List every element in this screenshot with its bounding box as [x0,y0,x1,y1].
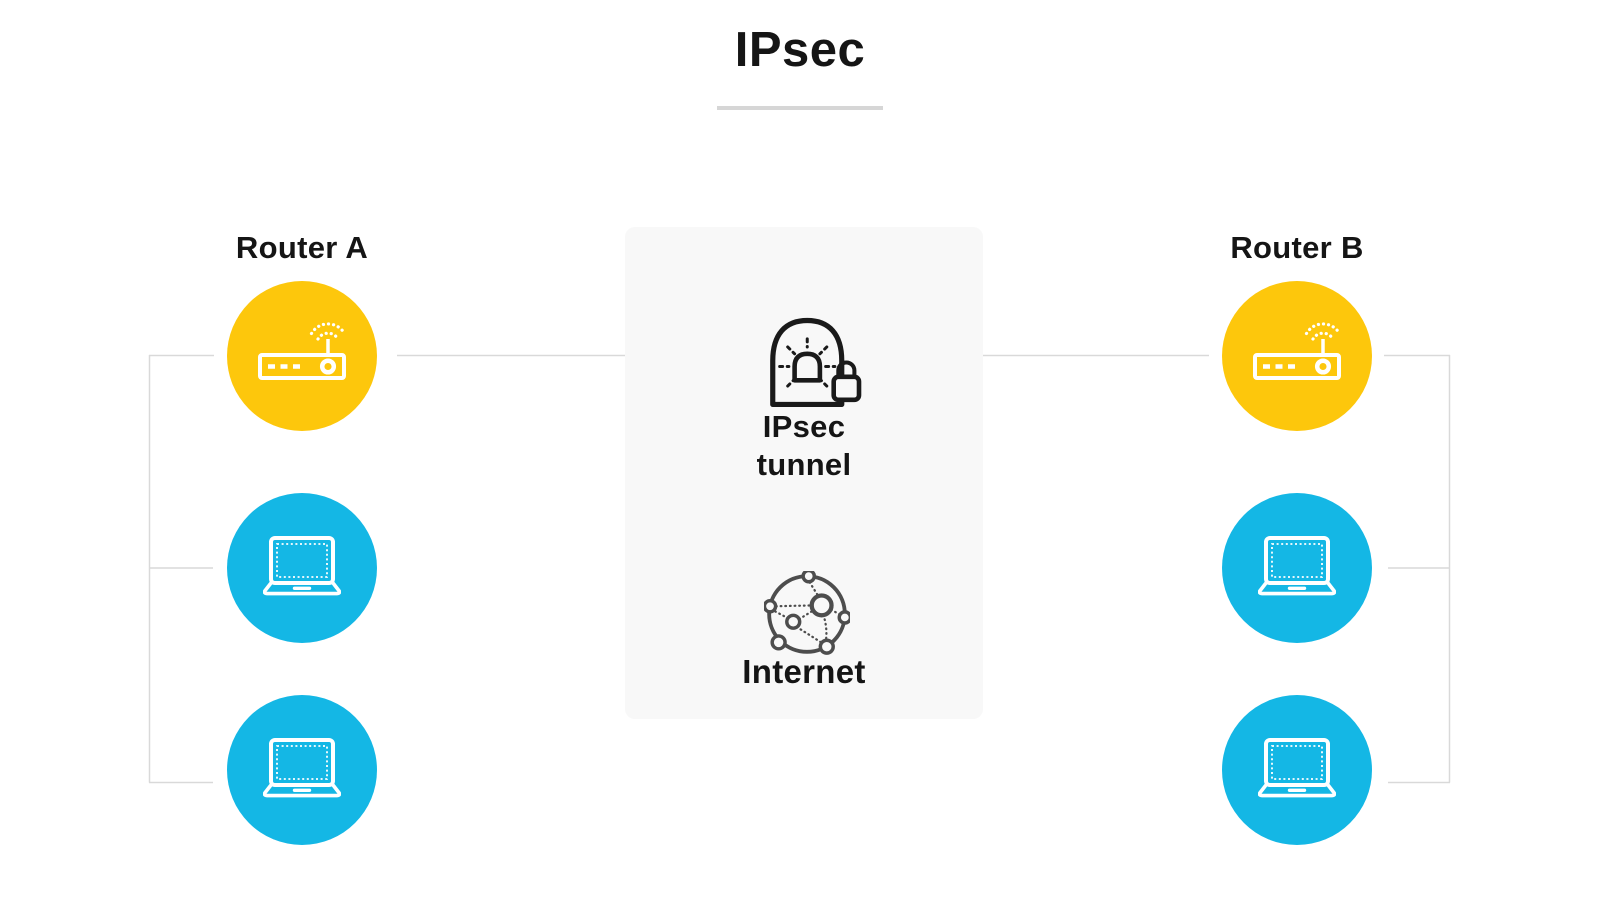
laptop-icon [263,536,341,596]
laptop-a2-node [227,695,377,845]
internet-panel [625,227,983,719]
page-title: IPsec [734,23,866,77]
laptop-b1-node [1222,493,1372,643]
wireless-router-icon [1253,322,1341,380]
laptop-icon [1258,536,1336,596]
title-underline [717,106,883,110]
laptop-b2-node [1222,695,1372,845]
tunnel-label: IPsec tunnel [756,409,852,482]
internet-label: Internet [742,653,866,690]
globe-network-icon [764,571,850,655]
router-b-label: Router B [1230,230,1364,265]
router-b-node [1222,281,1372,431]
router-a-label: Router A [235,230,369,265]
laptop-icon [263,738,341,798]
laptop-icon [1258,738,1336,798]
router-a-node [227,281,377,431]
laptop-a1-node [227,493,377,643]
secure-tunnel-lock-icon [770,317,862,408]
wireless-router-icon [258,322,346,380]
